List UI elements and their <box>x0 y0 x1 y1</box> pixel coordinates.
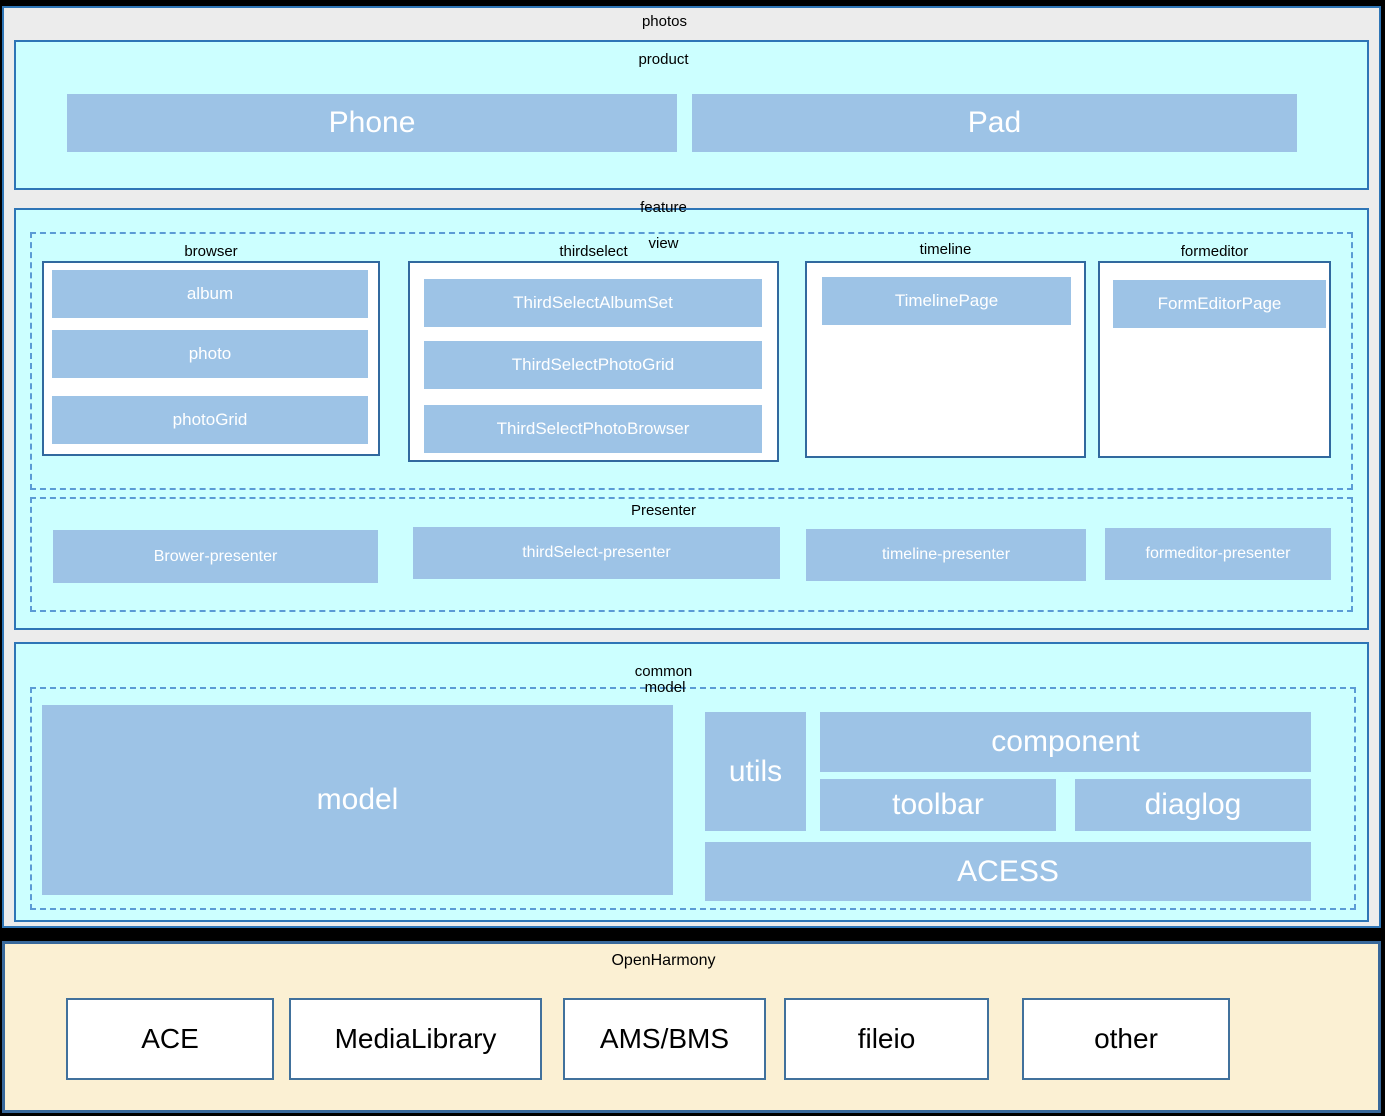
ace-block: ACE <box>66 998 274 1080</box>
timelinepage-block: TimelinePage <box>822 277 1071 325</box>
formeditorpage-block: FormEditorPage <box>1113 280 1326 328</box>
browser-group-label: browser <box>184 243 238 260</box>
photos-label: photos <box>641 13 688 30</box>
formeditor-group-label: formeditor <box>1180 243 1249 260</box>
medialibrary-block: MediaLibrary <box>289 998 542 1080</box>
presenter-label: Presenter <box>630 502 697 519</box>
timeline-group-label: timeline <box>919 241 972 258</box>
thirdselect-presenter-block: thirdSelect-presenter <box>413 527 780 579</box>
album-block: album <box>52 270 368 318</box>
product-label: product <box>638 51 689 68</box>
other-block: other <box>1022 998 1230 1080</box>
timeline-presenter-block: timeline-presenter <box>806 529 1086 581</box>
brower-presenter-block: Brower-presenter <box>53 530 378 583</box>
utils-block: utils <box>705 712 806 831</box>
access-block: ACESS <box>705 842 1311 901</box>
photo-block: photo <box>52 330 368 378</box>
photogrid-block: photoGrid <box>52 396 368 444</box>
thirdselectalbumset-block: ThirdSelectAlbumSet <box>424 279 762 327</box>
openharmony-label: OpenHarmony <box>611 952 716 969</box>
product-phone-block: Phone <box>67 94 677 152</box>
dialog-block: diaglog <box>1075 779 1311 831</box>
model-block: model <box>42 705 673 895</box>
formeditor-presenter-block: formeditor-presenter <box>1105 528 1331 580</box>
amsbms-block: AMS/BMS <box>563 998 766 1080</box>
product-pad-block: Pad <box>692 94 1297 152</box>
thirdselectphotobrowser-block: ThirdSelectPhotoBrowser <box>424 405 762 453</box>
feature-label: feature <box>640 199 687 216</box>
view-container <box>30 232 1353 490</box>
view-label: view <box>648 235 679 252</box>
toolbar-block: toolbar <box>820 779 1056 831</box>
common-label: common <box>634 663 693 680</box>
thirdselect-group-label: thirdselect <box>559 243 628 260</box>
thirdselectphotogrid-block: ThirdSelectPhotoGrid <box>424 341 762 389</box>
model-group-container <box>30 687 1356 910</box>
fileio-block: fileio <box>784 998 989 1080</box>
component-block: component <box>820 712 1311 772</box>
presenter-container <box>30 497 1353 612</box>
model-group-label: model <box>644 679 686 696</box>
